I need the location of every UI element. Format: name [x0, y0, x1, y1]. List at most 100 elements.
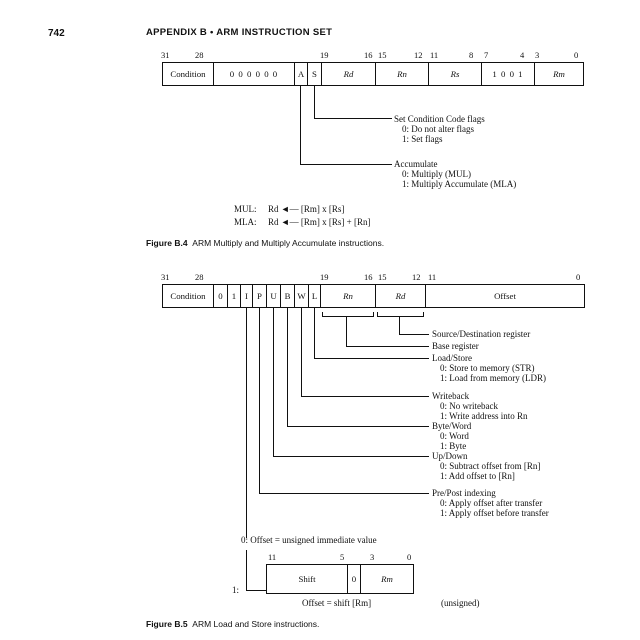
- bit-number: 15: [378, 50, 387, 60]
- bit-number: 15: [378, 272, 387, 282]
- figure-caption: Figure B.5 ARM Load and Store instructio…: [146, 619, 319, 629]
- callout-title: Writeback: [432, 391, 470, 401]
- bit-number: 19: [320, 50, 329, 60]
- field-rn: Rn: [320, 284, 376, 308]
- leader-line: [300, 164, 392, 165]
- bit-number: 16: [364, 272, 373, 282]
- field-p-bit: P: [252, 284, 267, 308]
- bit-number: 11: [428, 272, 437, 282]
- callout-option: 0: Word: [440, 431, 469, 441]
- callout-title: Load/Store: [432, 353, 472, 363]
- callout-title: Base register: [432, 341, 479, 351]
- field-offset: Offset: [425, 284, 585, 308]
- leader-line: [314, 86, 315, 118]
- leader-line: [301, 396, 429, 397]
- callout-title: Accumulate: [394, 159, 438, 169]
- leader-line: [300, 86, 301, 164]
- bit-number: 28: [195, 272, 204, 282]
- leader-line: [287, 426, 429, 427]
- leader-line: [399, 334, 429, 335]
- caption-text: ARM Load and Store instructions.: [192, 619, 320, 629]
- field-rd: Rd: [375, 284, 426, 308]
- subfield-rm: Rm: [360, 564, 414, 594]
- leader-line: [246, 590, 266, 591]
- callout-option: 1: Multiply Accumulate (MLA): [402, 179, 517, 189]
- field-s-bit: S: [307, 62, 322, 86]
- offset-shift-note: (unsigned): [441, 598, 480, 608]
- field-a-bit: A: [294, 62, 308, 86]
- callout-title: Set Condition Code flags: [394, 114, 485, 124]
- bit-number: 19: [320, 272, 329, 282]
- leader-line: [273, 308, 274, 456]
- equation-expr: Rd ◄— [Rm] x [Rs] + [Rn]: [268, 217, 371, 227]
- subfield-zero-bit: 0: [347, 564, 361, 594]
- bit-number: 28: [195, 50, 204, 60]
- subfield-shift: Shift: [266, 564, 348, 594]
- page-header: APPENDIX B • ARM INSTRUCTION SET: [146, 27, 333, 38]
- equation-op: MLA:: [234, 217, 257, 227]
- bit-number: 31: [161, 272, 170, 282]
- callout-option: 0: Subtract offset from [Rn]: [440, 461, 541, 471]
- caption-label: Figure B.5: [146, 619, 188, 629]
- bracket-line: [373, 312, 374, 317]
- leader-line: [273, 456, 429, 457]
- offset-register-prefix: 1:: [232, 585, 240, 595]
- bracket-line: [423, 312, 424, 317]
- callout-option: 0: Multiply (MUL): [402, 169, 471, 179]
- field-condition: Condition: [162, 284, 214, 308]
- bracket-line: [322, 316, 374, 317]
- bit-number: 3: [370, 552, 375, 562]
- leader-line: [287, 308, 288, 426]
- bit-number: 4: [520, 50, 525, 60]
- caption-label: Figure B.4: [146, 238, 188, 248]
- bit-number: 0: [407, 552, 412, 562]
- callout-option: 0: No writeback: [440, 401, 498, 411]
- caption-text: ARM Multiply and Multiply Accumulate ins…: [192, 238, 385, 248]
- callout-option: 0: Store to memory (STR): [440, 363, 535, 373]
- bit-number: 12: [412, 272, 421, 282]
- bit-number: 0: [576, 272, 581, 282]
- figure-caption: Figure B.4 ARM Multiply and Multiply Acc…: [146, 238, 384, 248]
- field-rm: Rm: [534, 62, 584, 86]
- bit-number: 7: [484, 50, 489, 60]
- page-number: 742: [48, 28, 65, 39]
- leader-line: [314, 308, 315, 358]
- leader-line: [246, 308, 247, 538]
- equation-expr: Rd ◄— [Rm] x [Rs]: [268, 204, 345, 214]
- leader-line: [346, 317, 347, 346]
- leader-line: [314, 358, 429, 359]
- bit-number: 5: [340, 552, 345, 562]
- callout-option: 0: Apply offset after transfer: [440, 498, 543, 508]
- leader-line: [259, 308, 260, 493]
- bit-number: 3: [535, 50, 540, 60]
- field-rn: Rn: [375, 62, 429, 86]
- leader-line: [246, 550, 247, 590]
- field-bit-1: 1: [227, 284, 241, 308]
- callout-option: 0: Do not alter flags: [402, 124, 474, 134]
- bracket-line: [377, 316, 424, 317]
- callout-option: 1: Set flags: [402, 134, 443, 144]
- leader-line: [314, 118, 392, 119]
- bit-number: 8: [469, 50, 474, 60]
- field-rs: Rs: [428, 62, 482, 86]
- bit-number: 11: [430, 50, 439, 60]
- offset-immediate-note: 0: Offset = unsigned immediate value: [241, 535, 377, 545]
- bit-number: 0: [574, 50, 579, 60]
- equation-op: MUL:: [234, 204, 257, 214]
- field-multiply-code: 1 0 0 1: [481, 62, 535, 86]
- field-b-bit: B: [280, 284, 295, 308]
- callout-title: Source/Destination register: [432, 329, 531, 339]
- callout-title: Byte/Word: [432, 421, 472, 431]
- field-bit-0: 0: [213, 284, 228, 308]
- leader-line: [259, 493, 429, 494]
- bit-number: 16: [364, 50, 373, 60]
- field-rd: Rd: [321, 62, 376, 86]
- field-condition: Condition: [162, 62, 214, 86]
- callout-option: 1: Apply offset before transfer: [440, 508, 549, 518]
- callout-option: 1: Load from memory (LDR): [440, 373, 546, 383]
- field-u-bit: U: [266, 284, 281, 308]
- leader-line: [346, 346, 429, 347]
- leader-line: [399, 317, 400, 334]
- field-zero-bits: 0 0 0 0 0 0: [213, 62, 295, 86]
- leader-line: [301, 308, 302, 396]
